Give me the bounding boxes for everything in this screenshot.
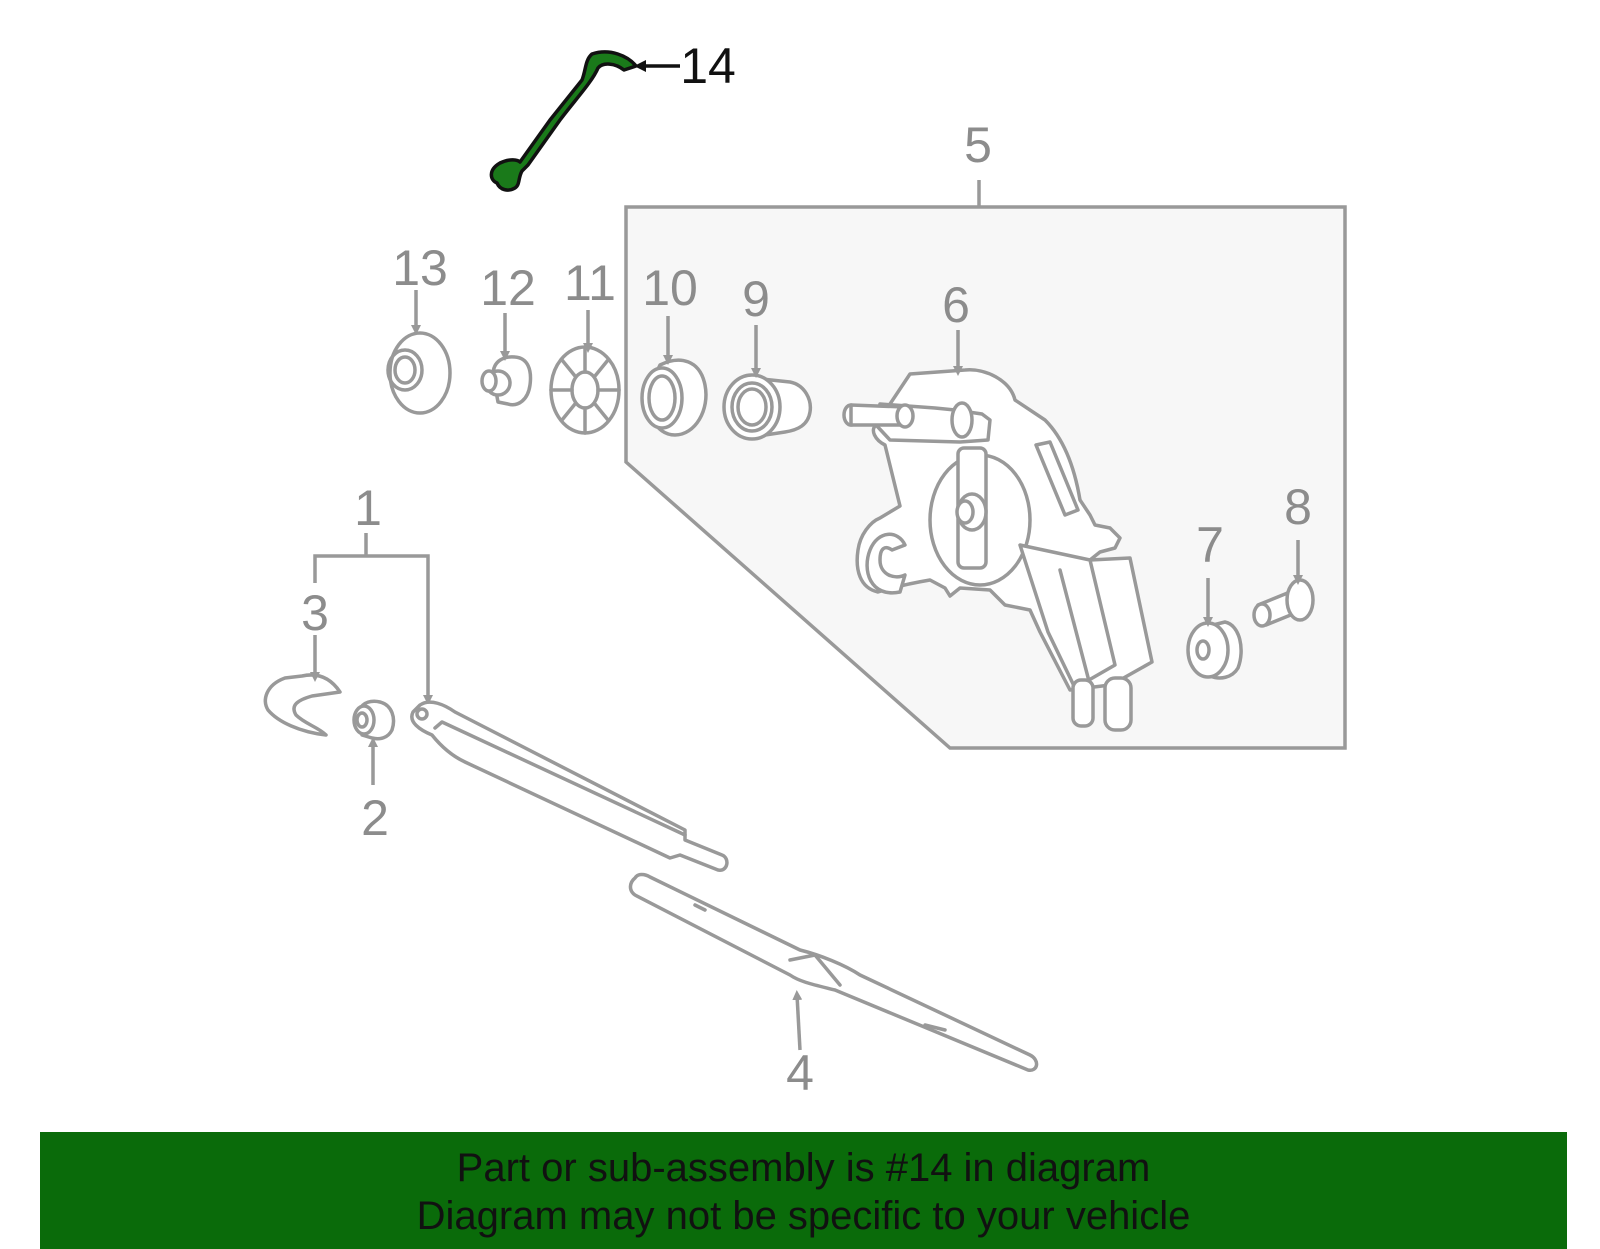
info-banner: Part or sub-assembly is #14 in diagram D… — [40, 1132, 1567, 1249]
callout-10: 10 — [642, 260, 698, 316]
part-4-wiper-blade[interactable] — [628, 872, 1039, 1072]
part-8-bolt[interactable] — [1252, 540, 1315, 628]
part-9-grommet[interactable] — [722, 325, 813, 441]
callout-9: 9 — [742, 271, 770, 327]
callout-3: 3 — [301, 585, 329, 641]
callout-5: 5 — [964, 117, 992, 173]
part-11-seal[interactable] — [549, 310, 621, 435]
callout-12: 12 — [480, 260, 536, 316]
part-14-washer-hose[interactable] — [489, 50, 680, 192]
callout-8: 8 — [1284, 479, 1312, 535]
callout-2: 2 — [361, 790, 389, 846]
part-10-bushing[interactable] — [640, 316, 708, 437]
part-7-grommet[interactable] — [1186, 578, 1243, 680]
callout-13: 13 — [392, 240, 448, 296]
part-3-cover[interactable] — [263, 635, 342, 737]
banner-line-disclaimer: Diagram may not be specific to your vehi… — [416, 1194, 1191, 1238]
callout-6: 6 — [942, 277, 970, 333]
callout-7: 7 — [1196, 517, 1224, 573]
part-2-nut[interactable] — [352, 699, 396, 785]
callout-1: 1 — [354, 480, 382, 536]
callout-14: 14 — [680, 38, 736, 94]
callout-4: 4 — [786, 1045, 814, 1101]
part-1-wiper-arm[interactable] — [410, 700, 729, 872]
part-1-bracket — [313, 533, 433, 705]
part-13-cap[interactable] — [386, 290, 452, 415]
part-12-nut[interactable] — [480, 313, 533, 407]
banner-line-part: Part or sub-assembly is #14 in diagram — [456, 1146, 1151, 1190]
callout-11: 11 — [564, 255, 616, 311]
part-6-wiper-motor[interactable] — [842, 330, 1154, 732]
